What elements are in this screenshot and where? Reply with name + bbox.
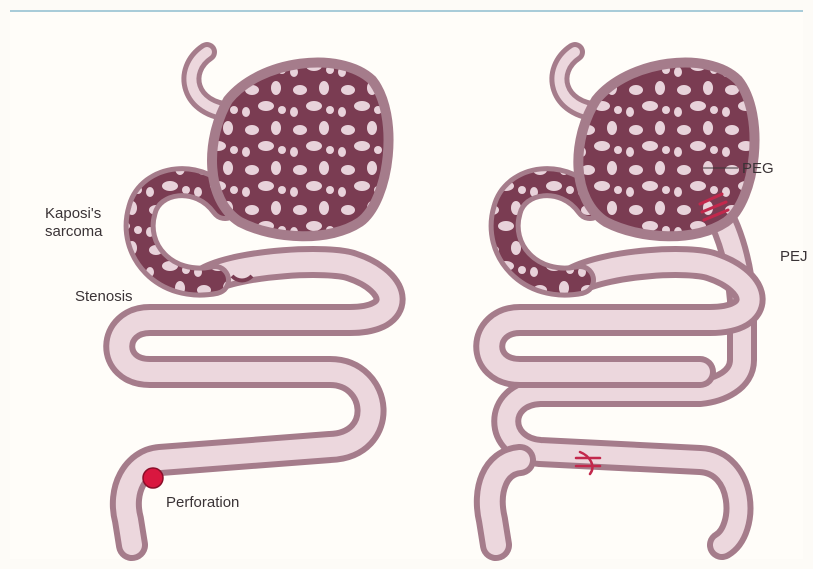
- left-stomach: [212, 63, 389, 237]
- pej-label: PEJ: [780, 248, 808, 266]
- kaposi-label-line2: sarcoma: [45, 223, 103, 241]
- kaposi-label-line1: Kaposi's: [45, 205, 103, 223]
- left-panel: [119, 52, 389, 545]
- perforation-label: Perforation: [166, 494, 239, 512]
- right-panel: [489, 52, 754, 545]
- peg-label: PEG: [742, 160, 774, 178]
- kaposi-label: Kaposi's sarcoma: [45, 205, 103, 241]
- right-duodenum: [505, 182, 590, 281]
- perforation-marker: [143, 468, 163, 488]
- stenosis-label: Stenosis: [75, 288, 133, 306]
- left-small-intestine: [119, 262, 389, 545]
